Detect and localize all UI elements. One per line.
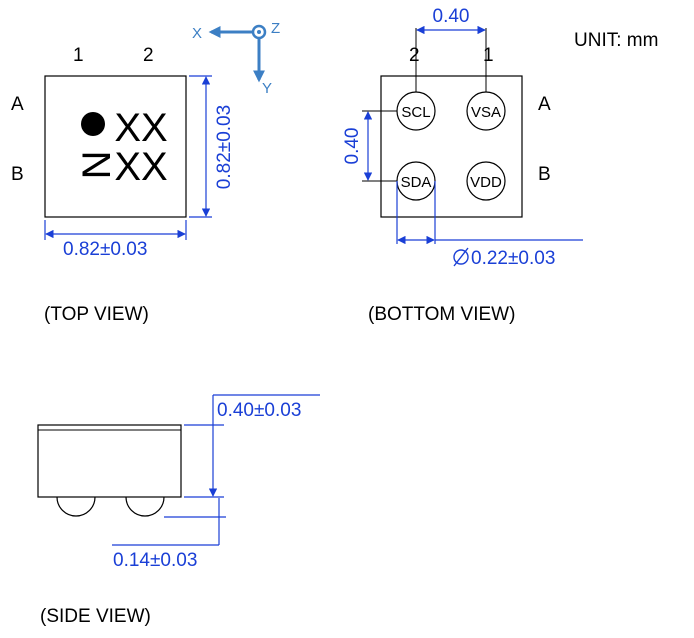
x-axis-label: X: [192, 25, 202, 42]
pitch-v-dimension: 0.40: [342, 128, 363, 165]
bottom-row-a-label: A: [538, 94, 551, 115]
bottom-column-1-label: 1: [483, 45, 494, 66]
top-marking-line1: XX: [114, 106, 167, 150]
bottom-column-2-label: 2: [409, 45, 420, 66]
top-column-2-label: 2: [143, 45, 154, 66]
top-view: 1 2 A B XX N XX 0.82±0.03 0.82±0.03 (TOP…: [11, 45, 235, 325]
pin1-indicator-dot: [81, 112, 105, 136]
top-marking-rotated-char: N: [73, 151, 117, 180]
diameter-symbol-slash: [453, 247, 469, 267]
coordinate-axes: X Y Z: [192, 20, 280, 97]
side-view-caption: (SIDE VIEW): [40, 606, 151, 627]
side-view: 0.40±0.03 0.14±0.03 (SIDE VIEW): [37, 394, 320, 627]
top-view-caption: (TOP VIEW): [44, 304, 149, 325]
y-axis-label: Y: [262, 80, 272, 97]
bottom-view-caption: (BOTTOM VIEW): [368, 304, 515, 325]
diameter-symbol-icon: [453, 249, 469, 265]
bottom-row-b-label: B: [538, 164, 551, 185]
pad-vsa: [466, 91, 506, 131]
pad-vsa-label: VSA: [471, 104, 501, 121]
pad-sda-label: SDA: [401, 174, 432, 191]
pad-vdd: [466, 161, 506, 201]
pad-scl: [396, 91, 436, 131]
side-height-dimension: 0.40±0.03: [217, 400, 301, 421]
top-height-dimension: 0.82±0.03: [214, 105, 235, 189]
top-width-dimension: 0.82±0.03: [63, 239, 147, 260]
ball-height-dimension: 0.14±0.03: [113, 550, 197, 571]
pad-vdd-label: VDD: [470, 174, 502, 191]
pad-scl-label: SCL: [401, 104, 430, 121]
z-axis-dot: [257, 30, 261, 34]
bottom-view: 2 1 A B 0.40 0.40 SCL VSA SDA VDD 0.22±0…: [342, 6, 583, 325]
top-row-b-label: B: [11, 164, 24, 185]
solder-ball-left: [56, 496, 96, 517]
unit-label: UNIT: mm: [574, 30, 658, 51]
top-view-package-outline: [44, 75, 187, 218]
top-column-1-label: 1: [73, 45, 84, 66]
side-view-package-body: [37, 424, 182, 498]
top-row-a-label: A: [11, 94, 24, 115]
top-marking-line2: XX: [114, 145, 167, 189]
solder-ball-right: [125, 496, 165, 517]
z-axis-label: Z: [271, 20, 280, 37]
pitch-h-dimension: 0.40: [433, 6, 470, 27]
ball-diameter-dimension: 0.22±0.03: [471, 248, 555, 269]
